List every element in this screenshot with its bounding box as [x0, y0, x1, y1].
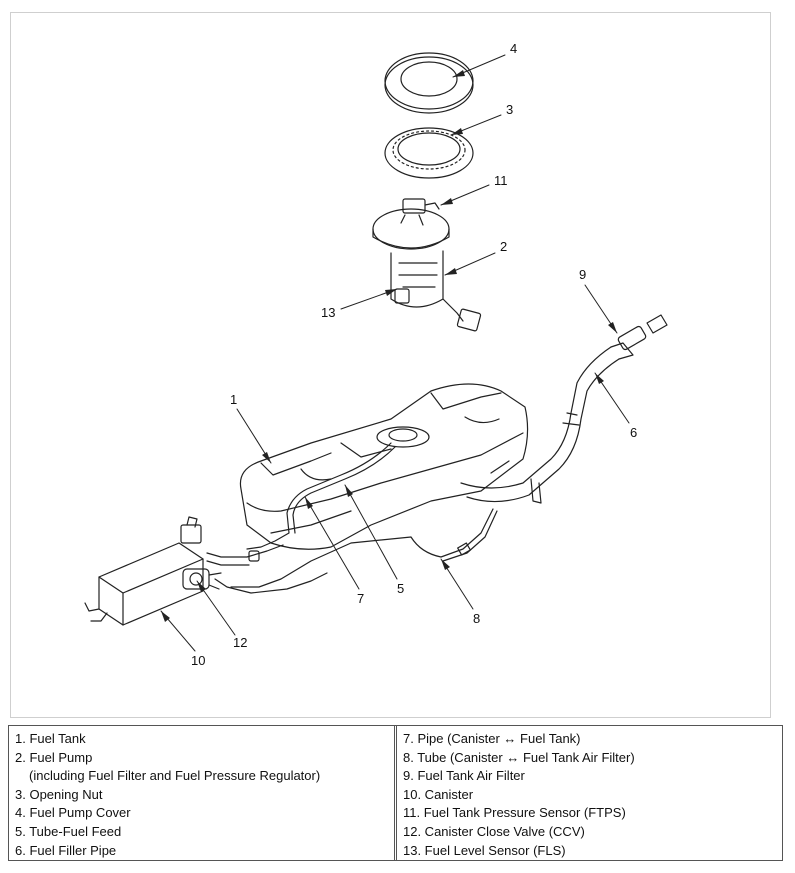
- legend-item-pipe: 7. Pipe (Canister ↔ Fuel Tank): [403, 731, 581, 746]
- legend-item-tube: 8. Tube (Canister ↔ Fuel Tank Air Filter…: [403, 749, 635, 765]
- callout-12: 12: [233, 635, 247, 650]
- feed-tube-and-pipe: [246, 442, 396, 550]
- leader-lines: [160, 54, 630, 652]
- legend-right-column: 7. Pipe (Canister ↔ Fuel Tank) 8. Tube (…: [394, 726, 782, 860]
- callout-7: 7: [357, 591, 364, 606]
- callout-5: 5: [397, 581, 404, 596]
- legend-item-fuel-tank: 1. Fuel Tank: [15, 731, 86, 746]
- legend-item-fls: 13. Fuel Level Sensor (FLS): [403, 842, 566, 858]
- fuel-tank: [239, 383, 529, 550]
- callout-10: 10: [191, 653, 205, 668]
- diagram-frame: 4 3 11 2 13 1 9 6 5 7 8 12 10: [10, 12, 771, 718]
- callout-2: 2: [500, 239, 507, 254]
- callout-13: 13: [321, 305, 335, 320]
- legend-item-canister: 10. Canister: [403, 786, 474, 802]
- callout-11: 11: [494, 173, 508, 188]
- legend-item-fuel-filler-pipe: 6. Fuel Filler Pipe: [15, 842, 117, 858]
- canister: [84, 516, 204, 626]
- legend-item-tube-fuel-feed: 5. Tube-Fuel Feed: [15, 823, 122, 839]
- callout-8: 8: [473, 611, 480, 626]
- legend-item-air-filter: 9. Fuel Tank Air Filter: [403, 768, 525, 784]
- callout-6: 6: [630, 425, 637, 440]
- canister-close-valve: [182, 568, 222, 590]
- legend-item-fuel-pump-cover: 4. Fuel Pump Cover: [15, 805, 131, 821]
- legend-table: 1. Fuel Tank 2. Fuel Pump (including Fue…: [8, 725, 783, 861]
- canister-lines: [206, 544, 328, 594]
- fuel-filler-pipe: [460, 314, 668, 504]
- legend-item-ccv: 12. Canister Close Valve (CCV): [403, 823, 585, 839]
- tube-canister-air-filter: [230, 508, 498, 588]
- legend-item-fuel-pump-note: (including Fuel Filter and Fuel Pressure…: [29, 768, 321, 784]
- fuel-pump-cover: [384, 52, 474, 114]
- callout-9: 9: [579, 267, 586, 282]
- opening-nut: [384, 127, 474, 179]
- legend-item-opening-nut: 3. Opening Nut: [15, 786, 103, 802]
- callout-1: 1: [230, 392, 237, 407]
- legend-item-ftps: 11. Fuel Tank Pressure Sensor (FTPS): [403, 805, 626, 821]
- fuel-system-diagram: 4 3 11 2 13 1 9 6 5 7 8 12 10: [84, 41, 668, 668]
- fuel-pump-assembly: [372, 198, 482, 332]
- legend-left-column: 1. Fuel Tank 2. Fuel Pump (including Fue…: [9, 726, 394, 860]
- callout-4: 4: [510, 41, 517, 56]
- legend-item-fuel-pump: 2. Fuel Pump: [15, 749, 93, 765]
- callout-3: 3: [506, 102, 513, 117]
